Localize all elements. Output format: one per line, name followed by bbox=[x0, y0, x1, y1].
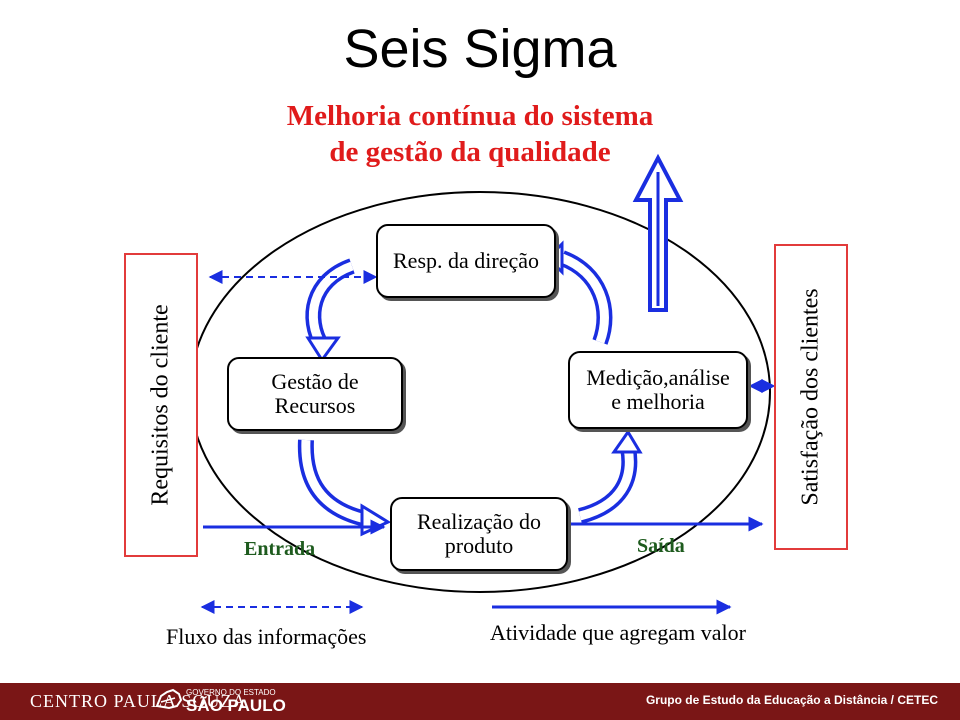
slide-subtitle: Melhoria contínua do sistema de gestão d… bbox=[0, 98, 940, 170]
cycle-arrow-bottom-right bbox=[577, 429, 643, 524]
customer-satisfaction-label: Satisfação dos clientes bbox=[797, 288, 824, 506]
node-measurement-analysis: Medição,análise e melhoria bbox=[568, 351, 748, 429]
legend-value-activity-label: Atividade que agregam valor bbox=[490, 620, 746, 645]
cycle-arrow-top-right bbox=[545, 240, 613, 345]
subtitle-line-1: Melhoria contínua do sistema bbox=[286, 100, 654, 132]
cycle-arrow-top-left bbox=[305, 258, 356, 363]
customer-satisfaction-box: Satisfação dos clientes bbox=[774, 244, 848, 550]
slide-title: Seis Sigma bbox=[343, 19, 617, 79]
sao-paulo-government-logo: GOVERNO DO ESTADO SÃO PAULO bbox=[155, 686, 286, 717]
centro-paula-souza-logo: CENTRO PAULA SOUZA bbox=[30, 691, 247, 711]
node-management-responsibility: Resp. da direção bbox=[376, 224, 556, 298]
legend-info-flow-label: Fluxo das informações bbox=[166, 624, 367, 649]
sao-paulo-map-icon bbox=[155, 688, 183, 710]
customer-requirements-label: Requisitos do cliente bbox=[147, 304, 174, 506]
node-product-realization: Realização do produto bbox=[390, 497, 568, 571]
improvement-arrow bbox=[632, 153, 684, 312]
government-label: GOVERNO DO ESTADO bbox=[186, 688, 276, 697]
output-label: Saída bbox=[637, 535, 685, 557]
customer-requirements-box: Requisitos do cliente bbox=[124, 253, 198, 557]
subtitle-line-2: de gestão da qualidade bbox=[329, 136, 611, 168]
sao-paulo-label: SÃO PAULO bbox=[186, 696, 286, 715]
footer-bar: CENTRO PAULA SOUZA GOVERNO DO ESTADO SÃO… bbox=[0, 683, 960, 720]
footer-group-name: Grupo de Estudo da Educação a Distância … bbox=[645, 693, 938, 707]
node-resource-management: Gestão de Recursos bbox=[227, 357, 403, 431]
input-label: Entrada bbox=[244, 538, 316, 560]
cycle-arrow-bottom-left bbox=[297, 439, 392, 537]
